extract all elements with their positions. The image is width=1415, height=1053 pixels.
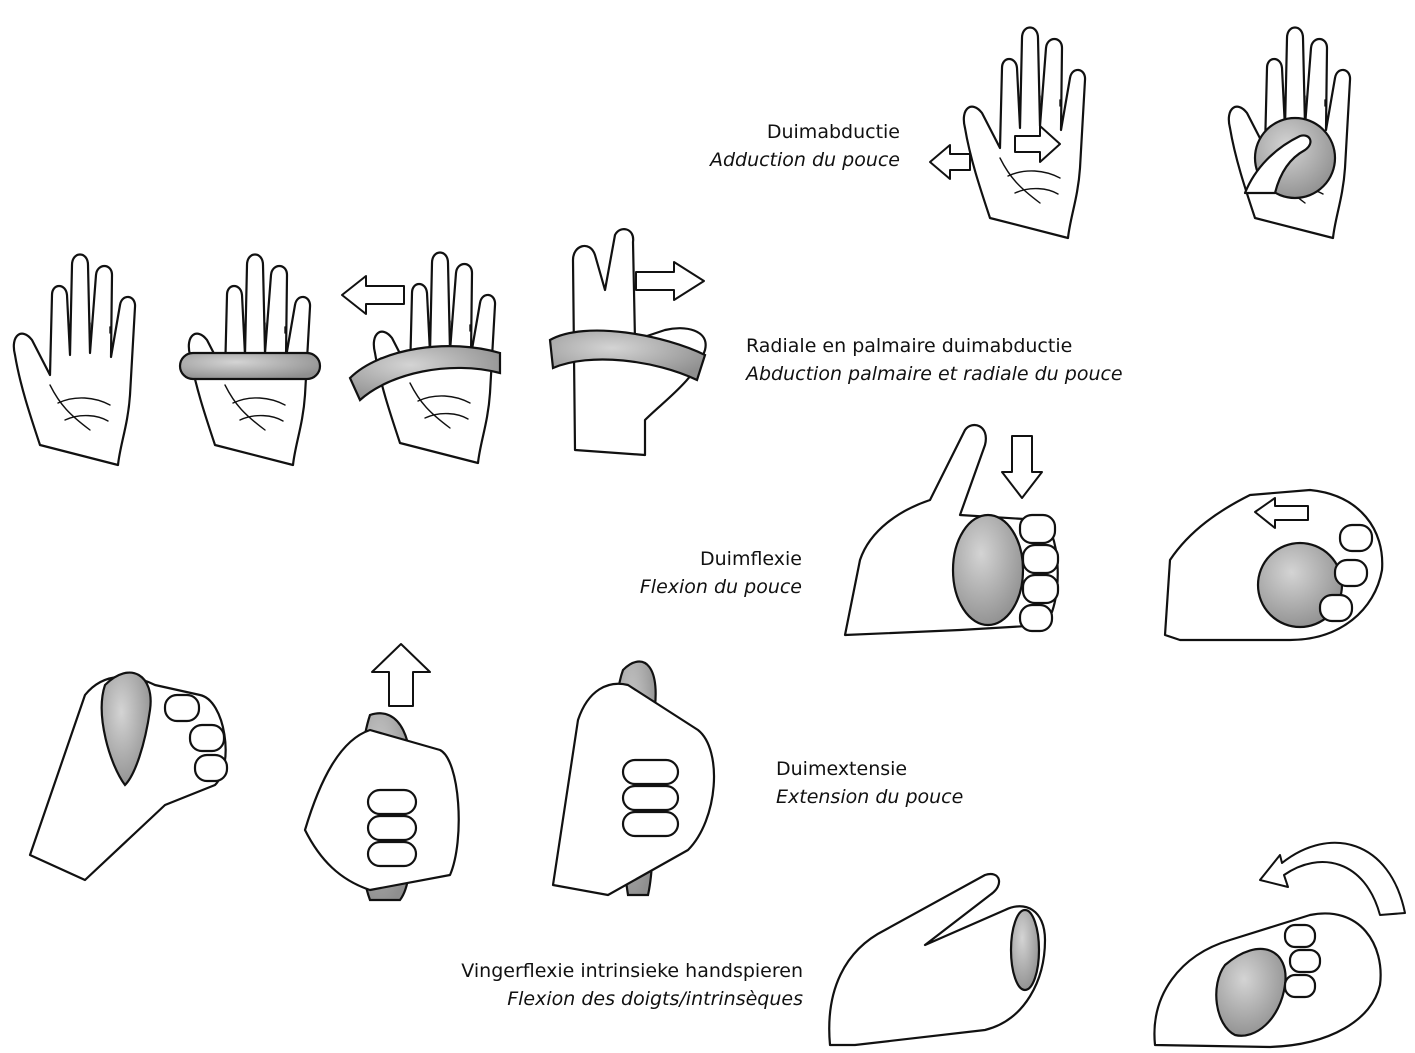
hand-squeezing-ball-icon — [1225, 8, 1355, 268]
label-dutch: Duimflexie — [540, 545, 802, 573]
label-dutch: Duimabductie — [640, 118, 900, 146]
arrow-icon — [632, 258, 708, 304]
hand-gripping-putty-icon — [25, 655, 245, 885]
label-french: Flexion du pouce — [540, 573, 802, 601]
label-dutch: Radiale en palmaire duimabductie — [746, 332, 1146, 360]
hand-squeezing-ball-icon — [840, 420, 1080, 645]
hand-gripping-putty-icon — [548, 650, 723, 900]
hand-with-band-icon — [170, 235, 320, 475]
exercise-label-thumb-adduction: Duimabductie Adduction du pouce — [640, 118, 900, 174]
open-hand-icon — [5, 235, 145, 475]
exercise-label-thumb-flexion: Duimflexie Flexion du pouce — [540, 545, 802, 601]
exercise-label-radial-palmar-abduction: Radiale en palmaire duimabductie Abducti… — [746, 332, 1146, 388]
open-hand-icon — [960, 8, 1090, 268]
exercise-label-finger-flexion: Vingerflexie intrinsieke handspieren Fle… — [400, 957, 803, 1013]
exercise-label-thumb-extension: Duimextensie Extension du pouce — [776, 755, 996, 811]
arrow-icon — [925, 140, 975, 185]
hand-with-band-icon — [340, 228, 510, 478]
label-dutch: Duimextensie — [776, 755, 996, 783]
label-french: Adduction du pouce — [640, 146, 900, 174]
hand-squeezing-ball-icon — [1150, 905, 1395, 1050]
arrow-icon — [1000, 432, 1044, 502]
label-french: Extension du pouce — [776, 783, 996, 811]
label-french: Abduction palmaire et radiale du pouce — [746, 360, 1146, 388]
hand-squeezing-ball-icon — [1160, 490, 1390, 645]
hand-squeezing-ball-icon — [825, 870, 1070, 1050]
label-french: Flexion des doigts/intrinsèques — [400, 985, 803, 1013]
label-dutch: Vingerflexie intrinsieke handspieren — [400, 957, 803, 985]
hand-gripping-putty-icon — [300, 700, 470, 905]
